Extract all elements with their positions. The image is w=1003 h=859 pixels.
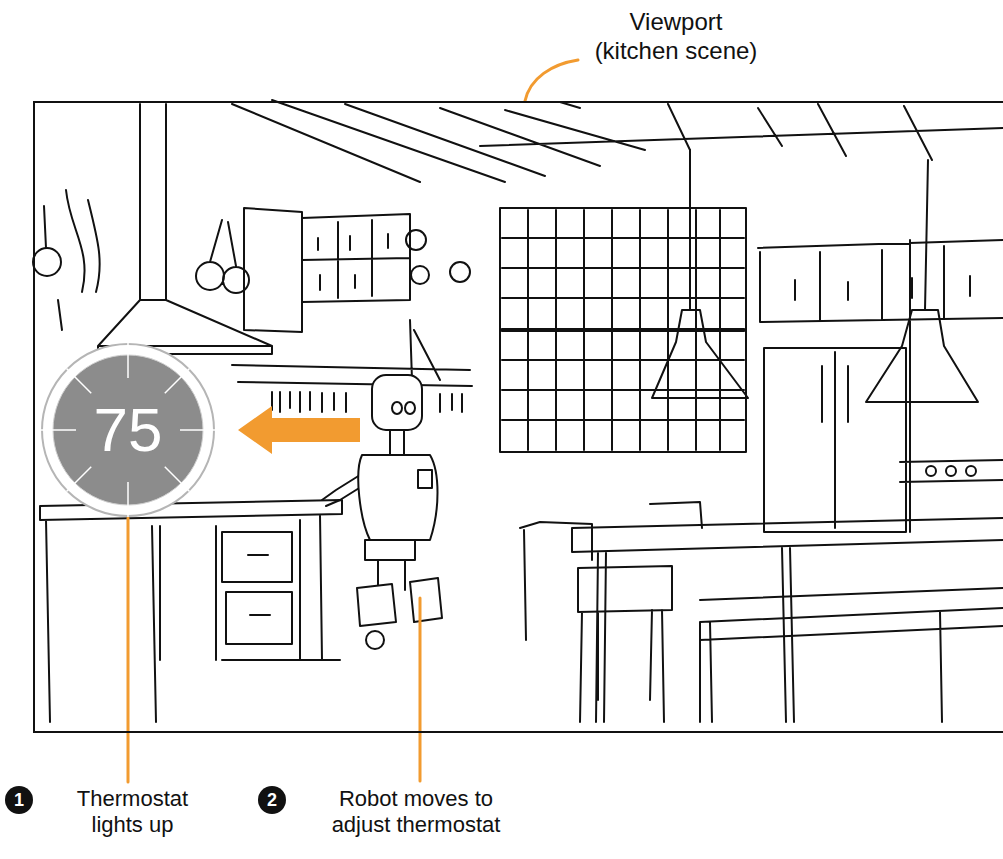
leader-line xyxy=(127,518,130,782)
callout: 2 Robot moves to adjust thermostat xyxy=(258,786,558,839)
lamp-cords xyxy=(690,150,928,310)
dial-tick xyxy=(127,343,129,378)
dial-tick xyxy=(41,429,76,431)
dining-table xyxy=(572,518,1003,722)
leader-line xyxy=(525,60,578,101)
bench xyxy=(700,588,1003,722)
ceiling-beams xyxy=(232,100,1003,182)
dial-rim xyxy=(42,344,214,516)
counter xyxy=(40,500,342,722)
dial-tick xyxy=(127,482,129,517)
thermostat-dial: 75 xyxy=(40,342,216,518)
robot-body xyxy=(358,455,437,540)
thermostat-reading: 75 xyxy=(94,399,163,461)
robot xyxy=(322,375,442,649)
robot-head xyxy=(372,375,422,430)
hanging-pans xyxy=(33,190,100,330)
callout-text: Thermostat lights up xyxy=(50,786,215,839)
dial-tick xyxy=(165,467,190,492)
robot-pocket xyxy=(418,470,432,488)
dial-tick xyxy=(66,368,91,393)
kitchen-sketch xyxy=(33,100,1003,722)
dial-tick xyxy=(180,429,215,431)
window-bar xyxy=(502,328,744,332)
viewport-frame: Viewport (kitchen scene)75 xyxy=(33,101,1003,733)
viewport-label: Viewport (kitchen scene) xyxy=(586,8,766,66)
callout-number: 1 xyxy=(5,786,33,814)
pendant-lamps xyxy=(652,310,978,402)
hanging-pots xyxy=(196,220,470,293)
robot-wheel xyxy=(366,631,384,649)
shelf xyxy=(232,320,472,412)
robot-neck xyxy=(390,430,404,455)
callout-text: Robot moves to adjust thermostat xyxy=(320,786,512,839)
dial-tick xyxy=(165,368,190,393)
dial-tick xyxy=(66,467,91,492)
robot-eye xyxy=(405,402,415,414)
chairs xyxy=(520,502,702,722)
robot-eye xyxy=(392,402,402,414)
window-grid xyxy=(500,208,746,452)
robot-feet xyxy=(357,578,442,626)
wall-cabinets xyxy=(244,208,410,332)
callout: 1 Thermostat lights up xyxy=(5,786,230,839)
upper-cabinets xyxy=(758,240,1003,532)
move-arrow xyxy=(238,406,360,454)
robot-shorts xyxy=(365,540,415,560)
fridge xyxy=(764,348,1003,532)
range-hood xyxy=(98,104,272,354)
callout-number: 2 xyxy=(258,786,286,814)
leader-line xyxy=(419,598,422,781)
